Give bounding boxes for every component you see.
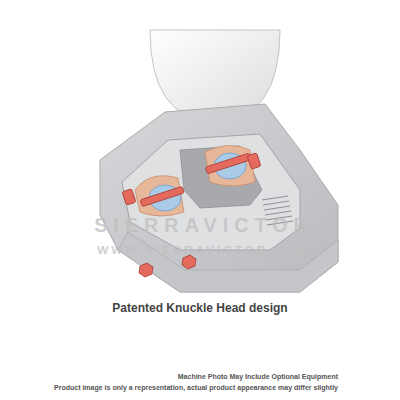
note: Product image is only a representation, … xyxy=(54,384,338,391)
watermark: SIERRAVICTOR xyxy=(4,214,400,237)
clamp-block xyxy=(205,145,255,186)
watermark: WWW.SIERRAVICTOR.COM xyxy=(4,243,400,256)
note: Machine Photo May Include Optional Equip… xyxy=(178,373,338,380)
housing xyxy=(100,104,338,292)
bolt xyxy=(122,186,184,206)
bolt xyxy=(205,153,261,174)
caption: Patented Knuckle Head design xyxy=(0,301,400,315)
clamp-block xyxy=(135,176,184,216)
nut xyxy=(139,255,196,277)
center-slot xyxy=(180,146,262,208)
